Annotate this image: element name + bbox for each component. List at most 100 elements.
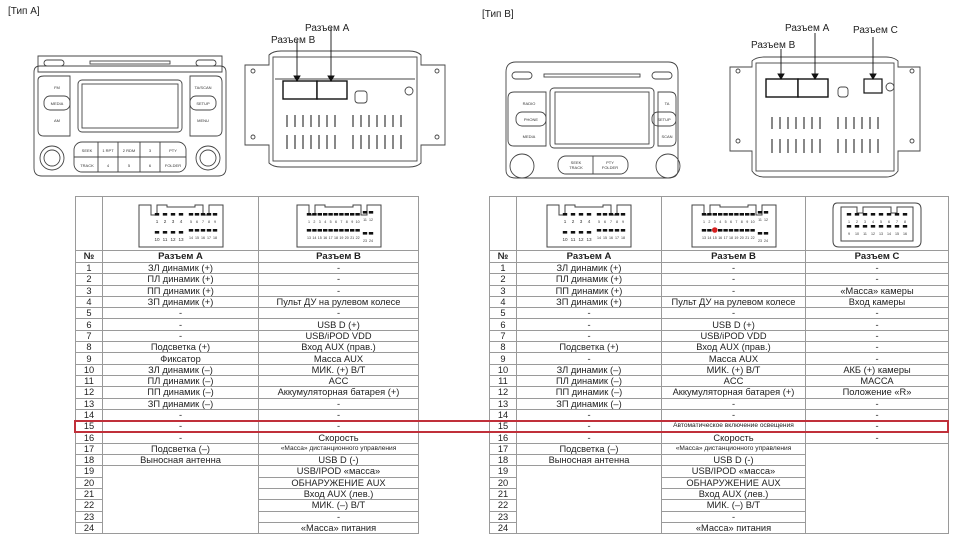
pin-function-b: -	[258, 510, 419, 523]
pin-label: 22	[355, 236, 359, 240]
pin-contact	[744, 212, 749, 216]
pin-label: 6	[604, 220, 606, 224]
pin-contact	[894, 212, 900, 216]
pin-label: 7	[340, 220, 342, 224]
pin-contact	[154, 212, 159, 216]
svg-text:PTY: PTY	[606, 160, 614, 165]
pin-label: 2	[313, 220, 315, 224]
pin-label: 7	[735, 220, 737, 224]
pin-label: 11	[363, 218, 367, 222]
pin-number: 18	[489, 454, 517, 467]
pin-label: 13	[178, 237, 184, 242]
pin-contact	[902, 224, 908, 228]
pin-contact	[349, 228, 354, 232]
pin-label: 12	[369, 218, 373, 222]
pin-function-a: -	[516, 352, 662, 365]
pin-contact	[586, 212, 592, 216]
svg-text:SCAN: SCAN	[661, 134, 672, 139]
pin-number: 16	[75, 431, 103, 444]
pin-contact	[194, 212, 199, 216]
pin-function-c: -	[805, 273, 949, 286]
pin-function-c: -	[805, 408, 949, 422]
pin-contact	[200, 212, 205, 216]
pin-label: 6	[196, 220, 198, 224]
table-row: 9-Масса AUX-	[489, 352, 949, 365]
pin-contact	[701, 212, 706, 216]
header-connector-a: Разъем A	[516, 250, 662, 263]
table-row: 24«Масса» питания	[489, 521, 949, 535]
pin-function-a: ЗЛ динамик (–)	[516, 363, 662, 376]
pin-label: 11	[863, 232, 867, 236]
pin-function-b: USB D (-)	[661, 454, 806, 467]
table-row: 6-USB D (+)-	[489, 318, 949, 331]
pin-label: 11	[571, 237, 576, 242]
pin-function-b: Скорость	[661, 431, 806, 444]
pin-function-b: -	[661, 284, 806, 297]
pin-contact	[333, 228, 338, 232]
pin-number: 15	[489, 420, 517, 433]
pin-function-b: Пульт ДУ на рулевом колесе	[661, 295, 806, 309]
pin-label: 16	[903, 232, 907, 236]
type-b-callout-connector-b: Разъем B	[751, 40, 796, 51]
pin-function-a: ПЛ динамик (–)	[516, 374, 662, 388]
pin-function-c: -	[805, 397, 949, 410]
pin-number: 9	[75, 352, 103, 365]
pin-label: 21	[745, 236, 749, 240]
pin-function-b: -	[258, 273, 419, 286]
pin-contact	[862, 212, 868, 216]
pin-function-b: -	[661, 261, 806, 275]
pin-contact	[344, 212, 349, 216]
pin-label: 13	[879, 232, 883, 236]
svg-text:TRACK: TRACK	[80, 163, 94, 168]
pin-label: 18	[334, 236, 338, 240]
pin-label: 12	[764, 218, 768, 222]
svg-text:SETUP: SETUP	[657, 117, 671, 122]
pin-label: 12	[871, 232, 875, 236]
svg-text:FOLDER: FOLDER	[165, 163, 181, 168]
pin-contact	[706, 228, 712, 232]
pin-function-b: МИК. (–) В/Т	[661, 499, 806, 512]
pin-contact	[311, 228, 317, 232]
pin-label: 4	[588, 219, 591, 224]
pin-function-b: Вход AUX (лев.)	[258, 487, 419, 501]
pin-contact	[212, 228, 217, 232]
pin-function-c: -	[805, 341, 949, 354]
pin-contact	[757, 231, 762, 235]
pin-label: 12	[578, 237, 584, 242]
pin-function-a: Подсветка (–)	[516, 442, 662, 456]
pin-contact	[322, 228, 327, 232]
pin-function-a: -	[516, 420, 662, 433]
pin-contact	[368, 210, 373, 214]
pin-contact	[338, 228, 344, 232]
svg-text:AM: AM	[54, 118, 60, 123]
pin-function-b: Вход AUX (лев.)	[661, 487, 806, 501]
pin-label: 18	[621, 236, 625, 240]
header-connector-b: Разъем B	[661, 250, 806, 263]
pin-contact	[362, 210, 367, 214]
table-row: 16-Скорость-	[489, 431, 949, 444]
pin-function-b: USB/iPOD VDD	[661, 329, 806, 343]
pin-contact	[608, 212, 614, 216]
pin-label: 16	[201, 236, 205, 240]
pin-function-c: -	[805, 307, 949, 320]
pin-contact	[846, 224, 852, 228]
pin-contact	[578, 230, 584, 234]
pin-label: 7	[896, 220, 898, 224]
pin-label: 5	[880, 220, 882, 224]
pin-function-b: Скорость	[258, 431, 419, 444]
pin-label: 18	[729, 236, 733, 240]
pin-number: 17	[489, 442, 517, 456]
pin-contact	[317, 212, 322, 216]
svg-text:3: 3	[149, 148, 152, 153]
pin-function-b: USB D (-)	[258, 454, 419, 467]
